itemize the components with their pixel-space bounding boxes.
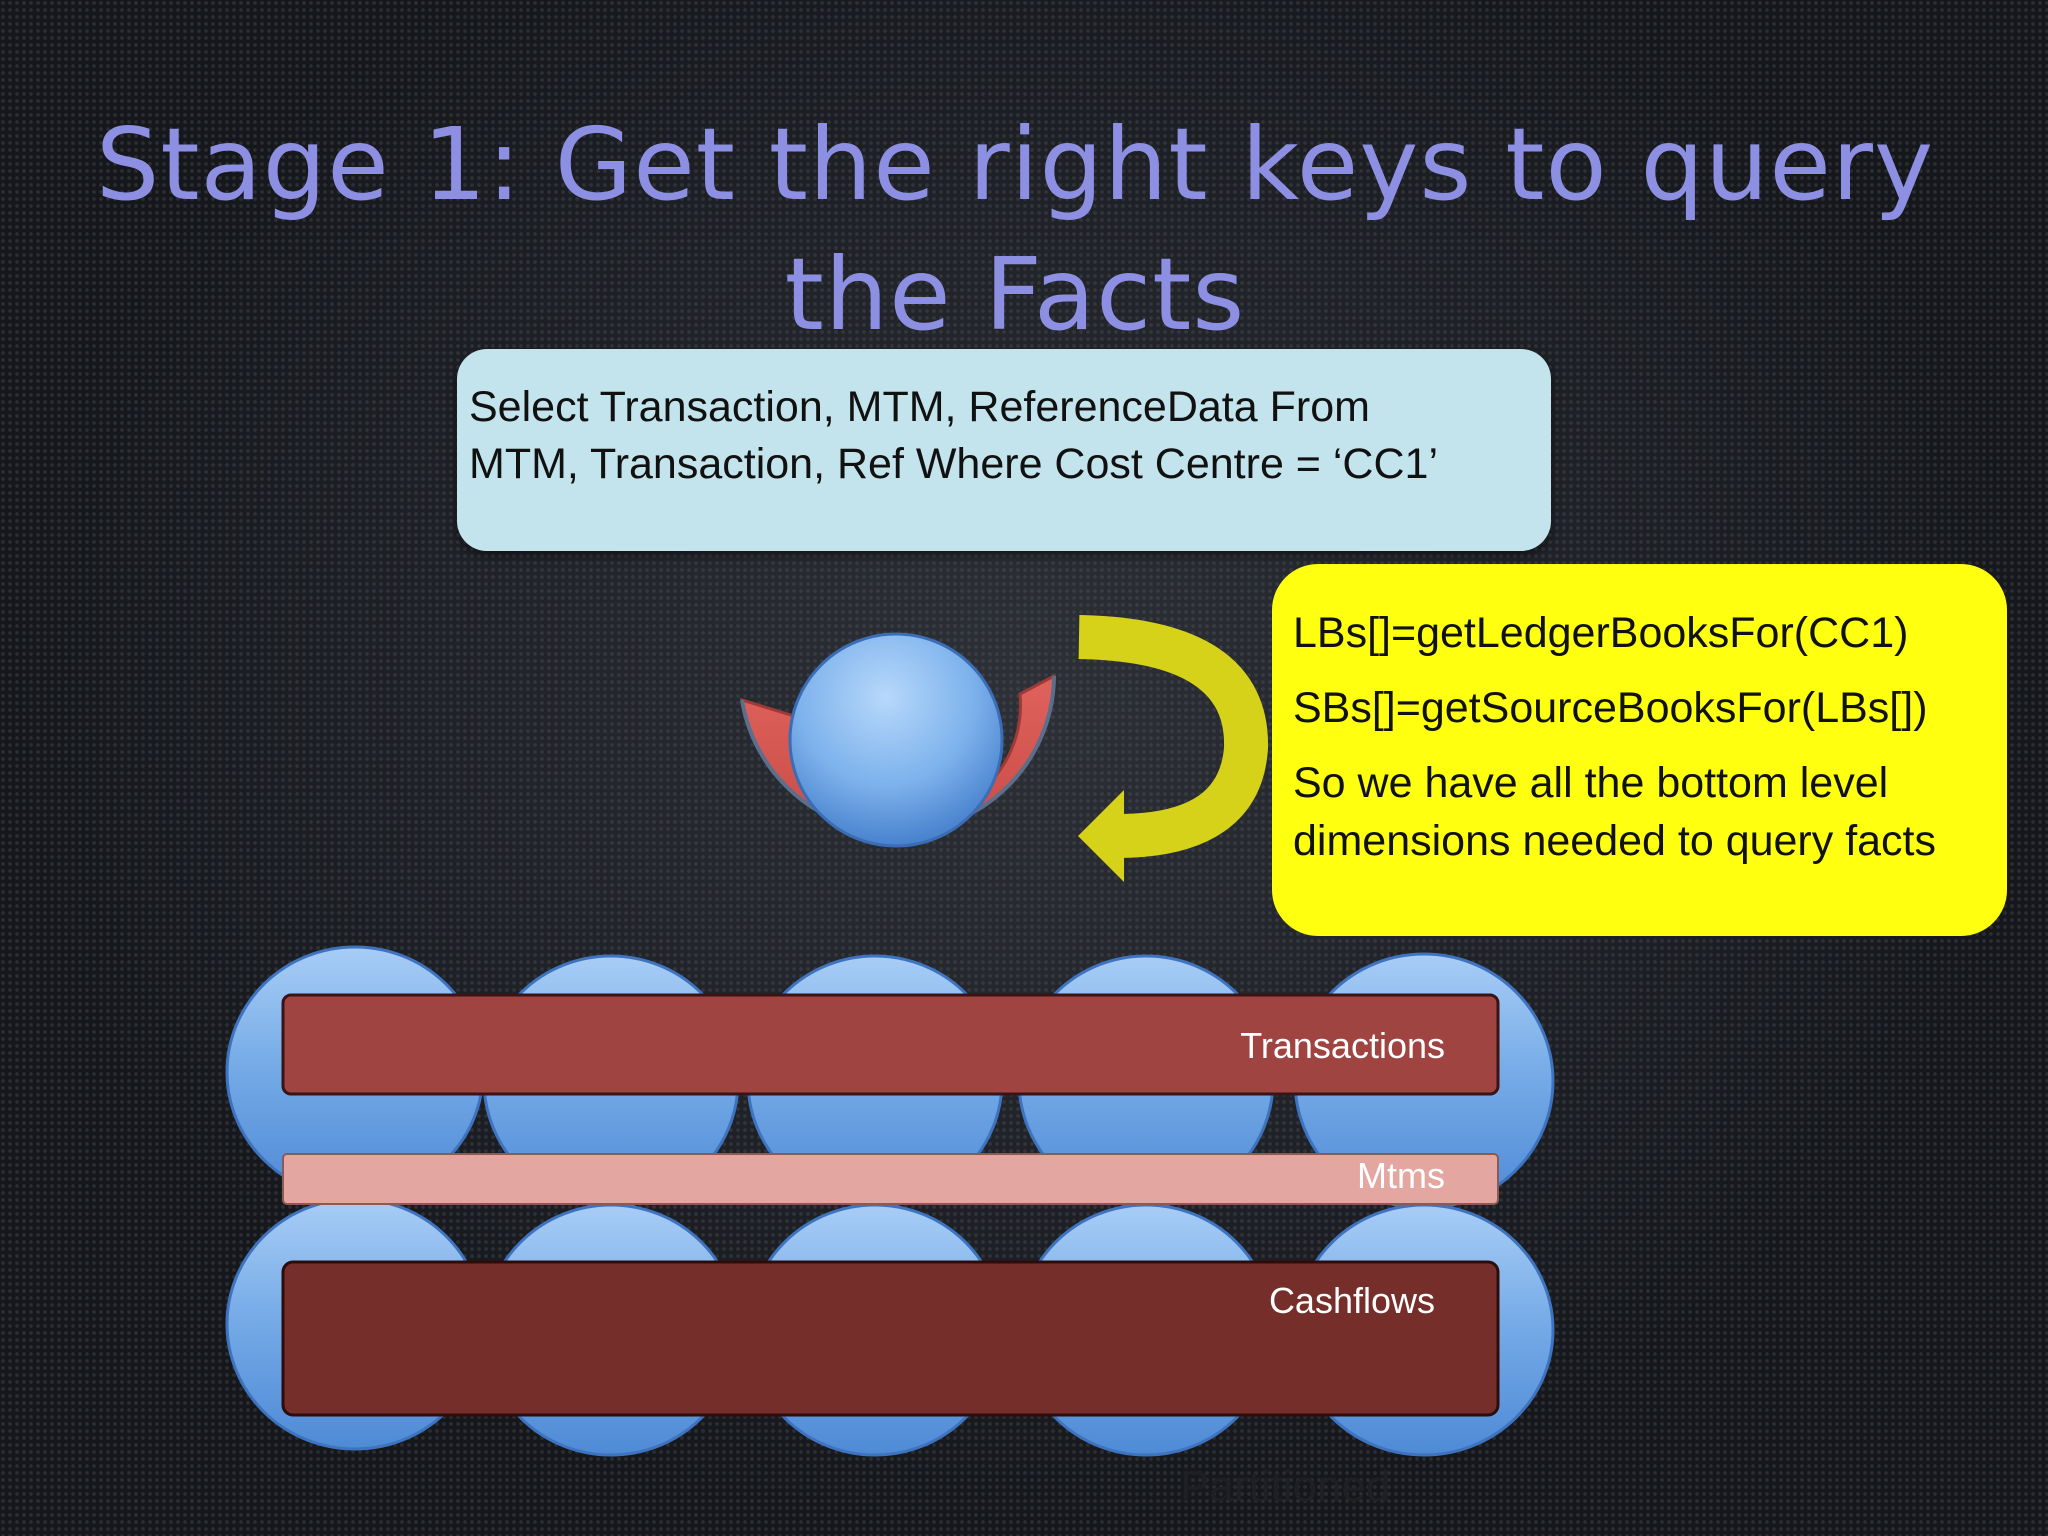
- source-books-line: SBs[]=getSourceBooksFor(LBs[]): [1293, 684, 1928, 732]
- ledger-books-line: LBs[]=getLedgerBooksFor(CC1): [1293, 609, 1909, 657]
- mtms-label: Mtms: [1357, 1155, 1445, 1196]
- key-lookup-callout: LBs[]=getLedgerBooksFor(CC1) SBs[]=getSo…: [1272, 564, 2007, 936]
- query-line-2: MTM, Transaction, Ref Where Cost Centre …: [469, 440, 1438, 488]
- transactions-label: Transactions: [1240, 1025, 1445, 1066]
- slide-title: Stage 1: Get the right keys to query the…: [95, 106, 1935, 353]
- cashflows-band: [281, 1260, 1500, 1417]
- mtms-band: [282, 1153, 1499, 1205]
- lookup-arrow-icon: [1078, 615, 1268, 882]
- query-callout: Select Transaction, MTM, ReferenceData F…: [457, 349, 1551, 551]
- client-node-icon: [740, 632, 1056, 848]
- transactions-band: [281, 993, 1500, 1096]
- query-line-1: Select Transaction, MTM, ReferenceData F…: [469, 383, 1370, 431]
- summary-line-1: So we have all the bottom level: [1293, 759, 1889, 807]
- summary-line-2: dimensions needed to query facts: [1293, 817, 1937, 865]
- cashflows-label: Cashflows: [1268, 1280, 1435, 1321]
- partitioned-label: Partitioned: [1180, 1462, 1391, 1511]
